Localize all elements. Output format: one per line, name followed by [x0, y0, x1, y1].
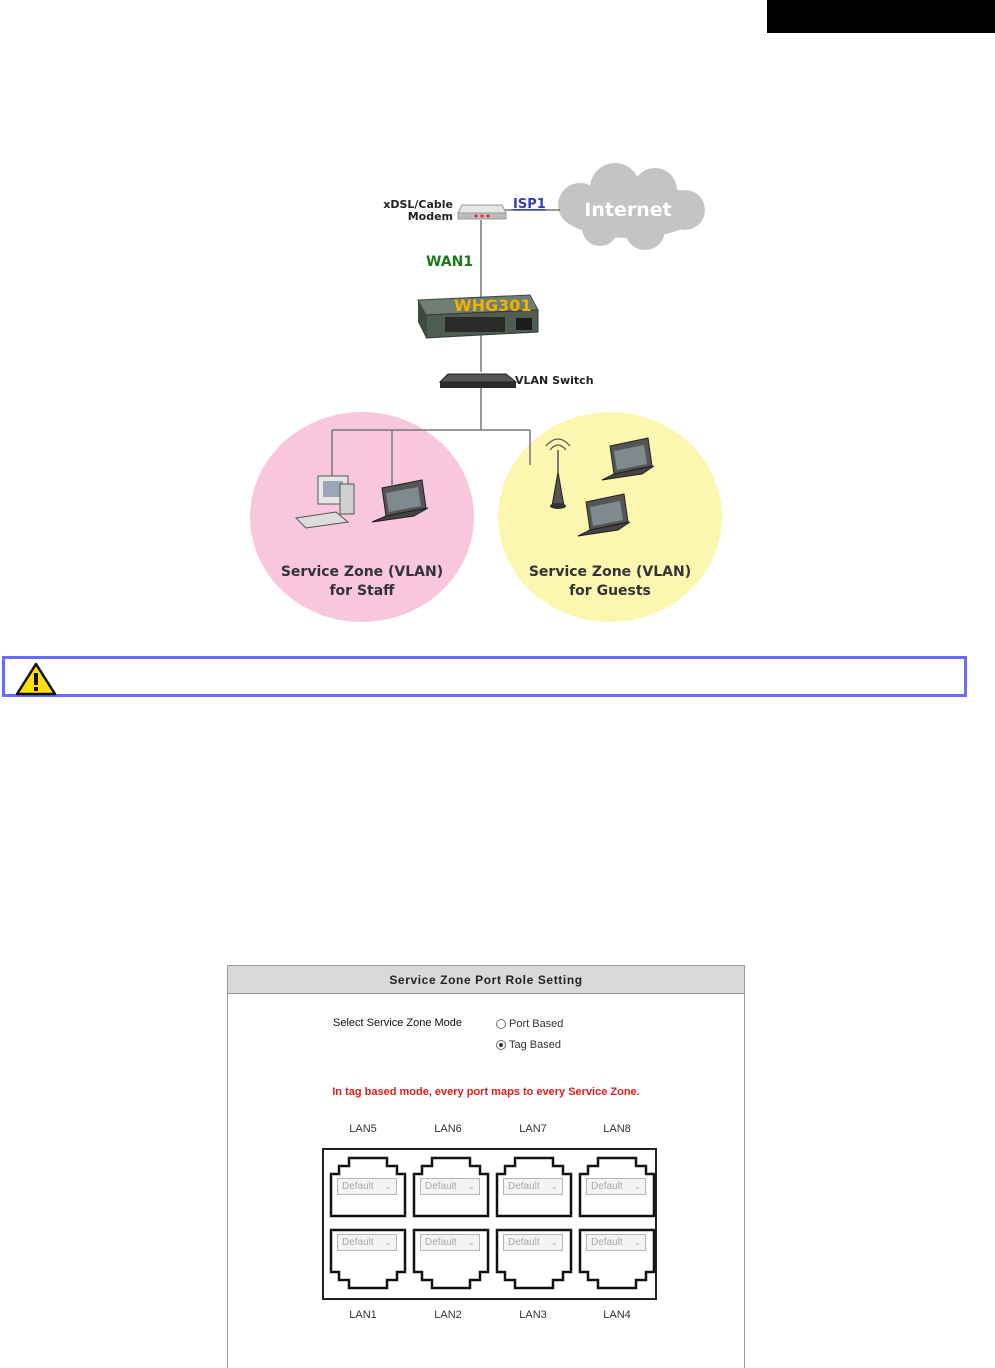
- mode-label: Select Service Zone Mode: [333, 1017, 462, 1029]
- radio-port-based[interactable]: Port Based: [496, 1018, 563, 1030]
- port-lan1: Default⌄: [329, 1228, 409, 1290]
- radio-tag-based-circle[interactable]: [496, 1040, 506, 1050]
- header-black-tab: [767, 0, 995, 33]
- port-role-select[interactable]: Default⌄: [337, 1178, 397, 1195]
- port-lan2: Default⌄: [412, 1228, 492, 1290]
- internet-label: Internet: [584, 199, 671, 221]
- port-lan7: Default⌄: [495, 1156, 575, 1218]
- port-lan4: Default⌄: [578, 1228, 658, 1290]
- modem-icon: [458, 205, 506, 219]
- warning-triangle-icon: [15, 662, 57, 696]
- lan-label-bottom: LAN3: [508, 1309, 558, 1321]
- vlan-switch-label: VLAN Switch: [515, 374, 594, 387]
- modem-label-line2: Modem: [408, 210, 453, 223]
- lan-label-top: LAN7: [508, 1123, 558, 1135]
- guest-zone-label-line1: Service Zone (VLAN): [529, 564, 691, 580]
- port-lan5: Default⌄: [329, 1156, 409, 1218]
- wan-label: WAN1: [426, 254, 473, 270]
- port-role-select[interactable]: Default⌄: [420, 1234, 480, 1251]
- port-role-select[interactable]: Default⌄: [503, 1178, 563, 1195]
- port-role-select[interactable]: Default⌄: [586, 1178, 646, 1195]
- port-role-select[interactable]: Default⌄: [503, 1234, 563, 1251]
- port-role-select[interactable]: Default⌄: [586, 1234, 646, 1251]
- isp-label: ISP1: [513, 197, 546, 212]
- vlan-switch-icon: [440, 374, 516, 388]
- network-diagram: Internet xDSL/Cable Modem ISP1 WAN1: [240, 150, 740, 630]
- lan-label-top: LAN6: [423, 1123, 473, 1135]
- port-lan3: Default⌄: [495, 1228, 575, 1290]
- port-lan6: Default⌄: [412, 1156, 492, 1218]
- radio-tag-based[interactable]: Tag Based: [496, 1039, 561, 1051]
- port-lan8: Default⌄: [578, 1156, 658, 1218]
- radio-tag-based-label: Tag Based: [509, 1039, 561, 1051]
- panel-title: Service Zone Port Role Setting: [228, 966, 744, 994]
- lan-label-bottom: LAN1: [338, 1309, 388, 1321]
- lan-label-top: LAN8: [592, 1123, 642, 1135]
- staff-zone-label-line2: for Staff: [329, 583, 395, 599]
- lan-label-bottom: LAN2: [423, 1309, 473, 1321]
- lan-label-top: LAN5: [338, 1123, 388, 1135]
- gateway-label: WHG301: [454, 296, 532, 315]
- mode-note: In tag based mode, every port maps to ev…: [228, 1086, 744, 1098]
- ports-box: Default⌄ Default⌄ Default⌄ Default⌄ Defa…: [322, 1148, 657, 1300]
- warning-box: [2, 656, 967, 697]
- guest-zone-label-line2: for Guests: [569, 583, 651, 599]
- port-role-select[interactable]: Default⌄: [420, 1178, 480, 1195]
- lan-label-bottom: LAN4: [592, 1309, 642, 1321]
- service-zone-panel: Service Zone Port Role Setting Select Se…: [227, 965, 745, 1368]
- port-role-select[interactable]: Default⌄: [337, 1234, 397, 1251]
- radio-port-based-label: Port Based: [509, 1018, 563, 1030]
- staff-zone-label-line1: Service Zone (VLAN): [281, 564, 443, 580]
- radio-port-based-circle[interactable]: [496, 1019, 506, 1029]
